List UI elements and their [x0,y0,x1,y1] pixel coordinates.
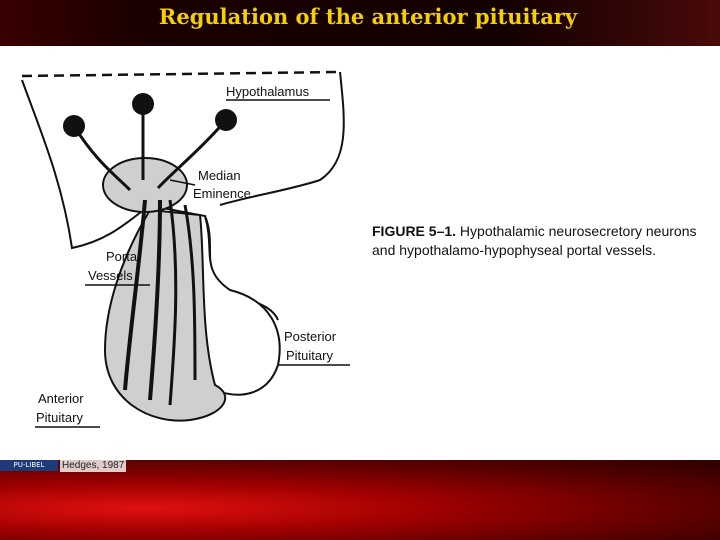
label-posterior: Posterior [284,329,337,344]
figure-caption: FIGURE 5–1. Hypothalamic neurosecretory … [372,222,702,260]
label-anterior-pituitary: Pituitary [36,410,83,425]
portal-vessel-1 [123,199,147,391]
hypothalamus-dashed-border [21,70,341,78]
label-eminence: Eminence [193,186,251,201]
posterior-pituitary-lobe [204,215,281,396]
leader-median-eminence [169,179,196,186]
rose-background [0,460,720,540]
label-posterior-pituitary: Pituitary [286,348,333,363]
axon-3 [156,119,228,190]
axon-1 [72,125,132,192]
portal-vessel-2 [148,199,162,401]
label-portal: Portal [106,249,140,264]
portal-vessel-4 [183,204,197,381]
caption-text: Hypothalamic neurosecretory neurons and … [372,223,697,258]
title-bar [0,0,720,46]
label-anterior: Anterior [38,391,84,406]
label-vessels: Vessels [88,268,133,283]
caption-number: FIGURE 5–1. [372,223,457,239]
portal-vessel-3 [168,199,178,406]
hypothalamus-right-wall [219,71,345,206]
label-median: Median [198,168,241,183]
slide-title: Regulation of the anterior pituitary [158,4,578,29]
label-hypothalamus: Hypothalamus [226,84,310,99]
image-credit: Hedges, 1987 [60,460,127,472]
logo-badge: PU-LIBEL [0,460,58,471]
